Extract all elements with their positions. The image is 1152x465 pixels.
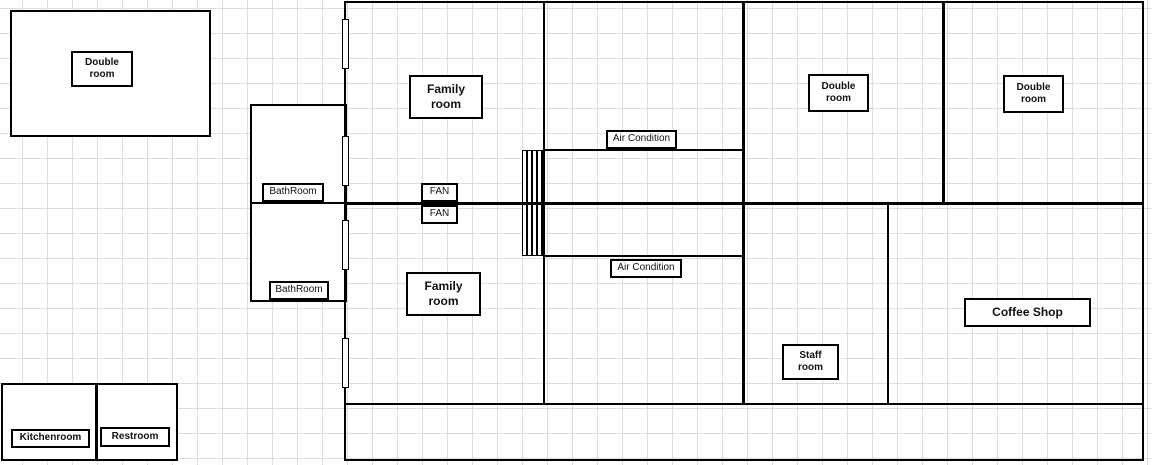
window [342, 338, 349, 388]
double-room-left-label: Double room [71, 51, 133, 87]
air-condition-top-wall [544, 149, 744, 151]
double-room-right-label: Double room [1003, 75, 1064, 113]
wall-v1 [543, 1, 545, 405]
staff-room-label: Staff room [782, 344, 839, 380]
fan-bottom-label: FAN [421, 205, 458, 224]
air-condition-bottom-label: Air Condition [610, 259, 682, 278]
window [342, 19, 349, 69]
fan-top-label: FAN [421, 183, 458, 202]
bathroom-bottom [250, 202, 347, 302]
restroom-label: Restroom [100, 427, 170, 447]
stairs-bottom [522, 204, 544, 256]
bathroom-bottom-label: BathRoom [269, 281, 329, 300]
family-room-top-label: Family room [409, 75, 483, 119]
coffee-shop-label: Coffee Shop [964, 298, 1091, 327]
bathroom-top-label: BathRoom [262, 183, 324, 202]
family-room-bottom-label: Family room [406, 272, 481, 316]
wall-v2 [742, 1, 745, 405]
kitchenroom-label: Kitchenroom [11, 429, 90, 448]
air-condition-top-label: Air Condition [606, 130, 677, 149]
kitchenroom [1, 383, 97, 461]
wall-v3 [942, 1, 945, 204]
stairs-top [522, 150, 544, 203]
double-room-mid-label: Double room [808, 74, 869, 112]
wall-v4 [887, 203, 889, 405]
restroom [96, 383, 178, 461]
window [342, 220, 349, 270]
window [342, 136, 349, 186]
air-condition-bottom-wall [544, 255, 744, 257]
